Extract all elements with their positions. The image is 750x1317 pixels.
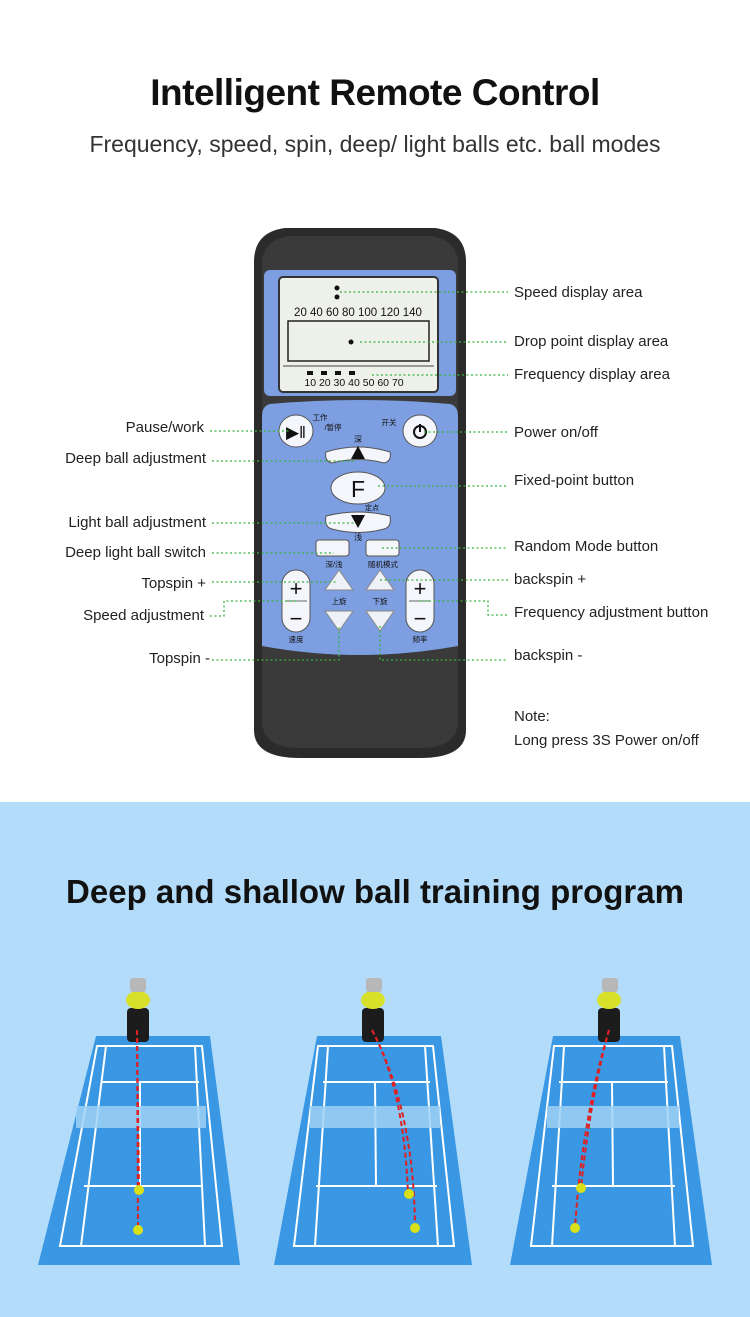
random-mode-key-label: 随机模式 <box>368 559 398 569</box>
label-topspin-minus: Topspin - <box>149 650 210 667</box>
up-triangle-icon <box>351 446 365 459</box>
page-subtitle: Frequency, speed, spin, deep/ light ball… <box>89 131 661 157</box>
frequency-minus-icon: − <box>414 606 427 631</box>
label-deep-light-switch: Deep light ball switch <box>65 544 206 561</box>
remote-control-illustration: 20 40 60 80 100 120 140 10 20 30 40 50 6… <box>210 228 508 758</box>
deep-light-switch-button[interactable] <box>315 539 350 557</box>
light-ball-button[interactable] <box>325 511 391 533</box>
label-drop-point-display-area: Drop point display area <box>514 333 669 350</box>
label-power-on-off: Power on/off <box>514 424 598 441</box>
label-random-mode-button: Random Mode button <box>514 538 659 555</box>
label-pause-work: Pause/work <box>125 419 204 436</box>
topspin-key-label: 上旋 <box>332 596 347 606</box>
label-speed-adjustment: Speed adjustment <box>83 607 204 624</box>
down-triangle-icon <box>351 515 365 528</box>
training-title: Deep and shallow ball training program <box>66 873 684 910</box>
deep-ball-button[interactable] <box>325 446 391 464</box>
backspin-minus-button[interactable] <box>365 610 395 632</box>
frequency-key-label: 频率 <box>413 634 428 644</box>
fixed-point-key-label: F <box>351 476 365 502</box>
label-speed-display-area: Speed display area <box>514 284 643 301</box>
speed-scale: 20 40 60 80 100 120 140 <box>294 307 422 319</box>
speed-minus-icon: − <box>290 606 303 631</box>
label-backspin-plus: backspin + <box>514 571 587 588</box>
note-heading: Note: <box>514 708 550 725</box>
label-frequency-display-area: Frequency display area <box>514 366 670 383</box>
frequency-plus-icon: + <box>414 576 427 601</box>
leader-speed-adjust <box>210 600 296 617</box>
leader-topspin-minus <box>212 626 340 661</box>
topspin-plus-button[interactable] <box>324 569 354 591</box>
label-frequency-adjustment-button: Frequency adjustment button <box>514 604 709 621</box>
freq-mark-1 <box>307 371 313 375</box>
backspin-key-label: 下旋 <box>373 596 388 606</box>
shallow-key-label: 浅 <box>354 532 362 542</box>
speed-dot-top <box>334 285 340 291</box>
speed-key-label: 速度 <box>289 634 304 644</box>
deep-key-label: 深 <box>354 435 362 444</box>
drop-point-box <box>287 320 430 362</box>
pause-work-button[interactable]: ▶‖ <box>278 414 314 448</box>
power-key-label: 开关 <box>382 417 397 427</box>
freq-mark-3 <box>335 371 341 375</box>
frequency-scale: 10 20 30 40 50 60 70 <box>304 377 403 389</box>
label-light-ball-adjustment: Light ball adjustment <box>68 514 206 531</box>
court-2 <box>274 978 472 1265</box>
court-1 <box>38 978 240 1265</box>
fixed-point-sub-label: 定点 <box>365 503 379 512</box>
lcd-screen <box>278 276 439 393</box>
freq-mark-2 <box>321 371 327 375</box>
power-button[interactable] <box>402 414 438 448</box>
label-backspin-minus: backspin - <box>514 647 583 664</box>
work-pause-key-label-2: /暂停 <box>324 422 342 432</box>
work-pause-key-label: 工作 <box>313 412 328 422</box>
training-courts-illustration <box>38 978 712 1265</box>
note-text: Long press 3S Power on/off <box>514 732 699 749</box>
leader-lines <box>210 291 508 661</box>
play-pause-icon: ▶‖ <box>286 423 306 442</box>
label-topspin-plus: Topspin + <box>141 575 206 592</box>
leader-frequency-adjust <box>420 600 508 616</box>
speed-plus-icon: + <box>290 576 303 601</box>
page-title: Intelligent Remote Control <box>150 72 600 113</box>
speed-dot-bottom <box>334 294 340 300</box>
topspin-minus-button[interactable] <box>324 610 354 632</box>
label-deep-ball-adjustment: Deep ball adjustment <box>65 450 206 467</box>
fixed-point-button[interactable]: F <box>330 471 386 505</box>
label-fixed-point-button: Fixed-point button <box>514 472 635 489</box>
deep-shallow-key-label: 深/浅 <box>325 559 343 569</box>
drop-point-dot <box>348 339 354 345</box>
freq-mark-4 <box>349 371 355 375</box>
court-3 <box>510 978 712 1265</box>
